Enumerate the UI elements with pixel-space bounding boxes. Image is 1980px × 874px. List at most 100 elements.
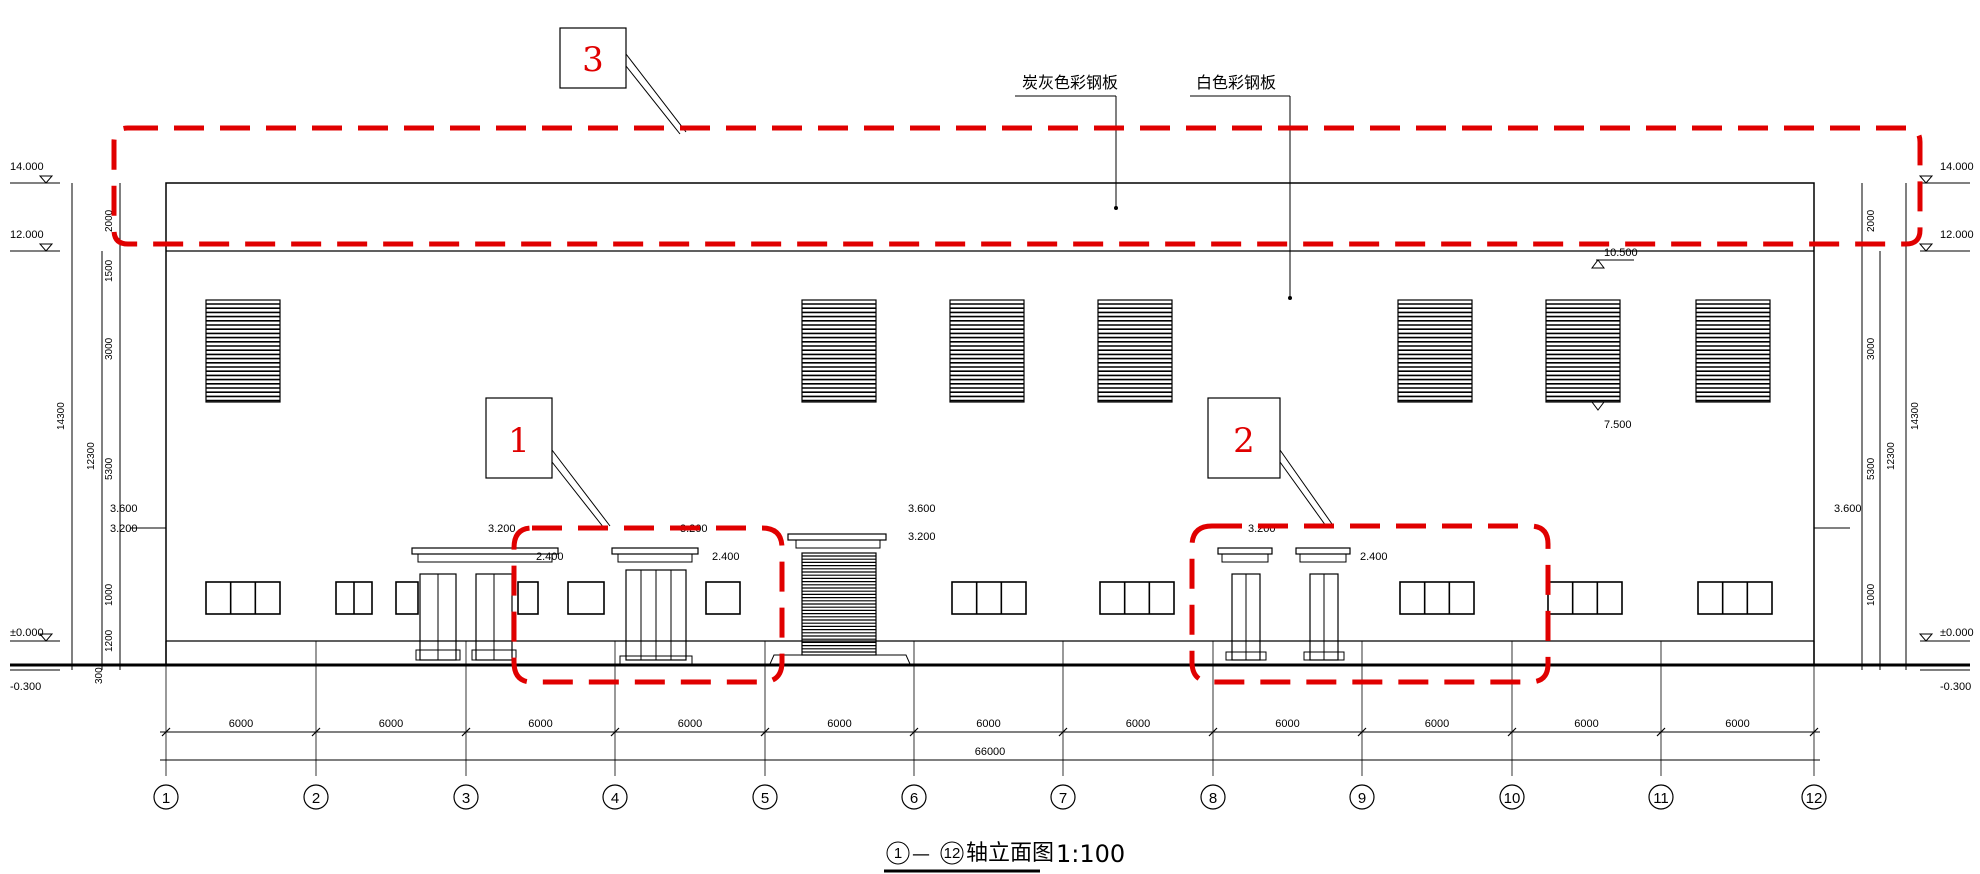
canopy-level-2: 2.400 bbox=[536, 551, 564, 563]
callout-3: 3 bbox=[111, 27, 1923, 247]
vdim-right-seg1: 2000 bbox=[1866, 209, 1877, 232]
rolling-shutter-door bbox=[769, 533, 911, 665]
callout-3-label: 3 bbox=[582, 40, 604, 80]
level-left-4: 3.200 bbox=[110, 523, 138, 535]
bay-dimension: 6000 bbox=[1574, 718, 1598, 730]
axis-label-12: 12 bbox=[1806, 790, 1823, 807]
bay-dimension: 6000 bbox=[976, 718, 1000, 730]
axis-label-4: 4 bbox=[611, 790, 619, 807]
level-left-6: -0.300 bbox=[10, 681, 41, 693]
title-name: 轴立面图 bbox=[966, 841, 1054, 866]
label-white-panel: 白色彩钢板 bbox=[1196, 73, 1276, 92]
dim-tick bbox=[1208, 727, 1218, 737]
vdim-right-seg4: 5300 bbox=[1866, 457, 1877, 480]
axis-bubble bbox=[602, 784, 628, 810]
vdim-right-inner: 12300 bbox=[1886, 442, 1897, 470]
dim-tick bbox=[461, 727, 471, 737]
lower-window bbox=[395, 581, 419, 615]
bay-dimension: 6000 bbox=[1425, 718, 1449, 730]
highlight-region-2 bbox=[1189, 523, 1551, 685]
lower-window bbox=[951, 581, 1027, 615]
canopy-level-8: 2.400 bbox=[1360, 551, 1388, 563]
canopy-level-4: 2.400 bbox=[712, 551, 740, 563]
lower-window bbox=[335, 581, 373, 615]
vdim-left-seg1: 2000 bbox=[104, 209, 115, 232]
axis-label-10: 10 bbox=[1504, 790, 1521, 807]
axis-bubble bbox=[1050, 784, 1076, 810]
vdim-right-seg5: 1000 bbox=[1866, 583, 1877, 606]
lower-window bbox=[705, 581, 741, 615]
door-1a bbox=[411, 547, 559, 661]
level-marks-right: 14.000 12.000 3.600 ±0.000 -0.300 2000 3… bbox=[1814, 161, 1974, 693]
level-right-4: ±0.000 bbox=[1940, 627, 1974, 639]
axis-bubble bbox=[1499, 784, 1525, 810]
lower-windows bbox=[205, 581, 1773, 615]
vdim-right-seg3: 3000 bbox=[1866, 337, 1877, 360]
callout-2: 2 bbox=[1189, 397, 1551, 685]
bay-dimension: 6000 bbox=[1275, 718, 1299, 730]
axis-bubble bbox=[901, 784, 927, 810]
material-labels: 炭灰色彩钢板 白色彩钢板 bbox=[1015, 73, 1292, 300]
axis-label-3: 3 bbox=[462, 790, 470, 807]
lower-window bbox=[205, 581, 281, 615]
lower-window bbox=[1399, 581, 1475, 615]
total-dimension: 66000 bbox=[975, 746, 1006, 758]
lower-window bbox=[1547, 581, 1623, 615]
axis-label-5: 5 bbox=[761, 790, 769, 807]
vdim-left-seg5: 1000 bbox=[104, 583, 115, 606]
building-outline bbox=[10, 182, 1970, 667]
title-scale: 1:100 bbox=[1056, 840, 1125, 868]
title-dash: — bbox=[912, 844, 930, 865]
axis-label-11: 11 bbox=[1653, 790, 1669, 807]
vdim-left-seg3: 3000 bbox=[104, 337, 115, 360]
vdim-right-outer: 14300 bbox=[1910, 402, 1921, 430]
vdim-left-seg4: 5300 bbox=[104, 457, 115, 480]
axis-bubble bbox=[1801, 784, 1827, 810]
lower-window bbox=[1099, 581, 1175, 615]
inline-level-tags: 10.500 7.500 3.200 2.400 3.200 2.400 3.6… bbox=[488, 247, 1638, 563]
lower-window bbox=[1697, 581, 1773, 615]
dim-tick bbox=[760, 727, 770, 737]
title-axis-to: 12 bbox=[944, 845, 961, 862]
dim-tick bbox=[311, 727, 321, 737]
bay-dimension: 6000 bbox=[528, 718, 552, 730]
drawing-title: 1 — 12 轴立面图 1:100 bbox=[884, 840, 1125, 873]
canopy-level-1: 3.200 bbox=[488, 523, 516, 535]
label-dark-gray-panel: 炭灰色彩钢板 bbox=[1022, 73, 1118, 92]
axis-label-9: 9 bbox=[1358, 790, 1366, 807]
vdim-left-seg2: 1500 bbox=[104, 259, 115, 282]
bay-dimension: 6000 bbox=[827, 718, 851, 730]
leader-dot-1 bbox=[1114, 206, 1118, 210]
axis-label-6: 6 bbox=[910, 790, 918, 807]
axis-bubble bbox=[153, 784, 179, 810]
callout-1: 1 bbox=[485, 397, 785, 685]
axis-bubble bbox=[1200, 784, 1226, 810]
lower-window bbox=[567, 581, 605, 615]
dim-tick bbox=[161, 727, 171, 737]
level-left-1: 14.000 bbox=[10, 161, 44, 173]
axis-bubble bbox=[752, 784, 778, 810]
louvre-window bbox=[205, 299, 281, 403]
louvre-window bbox=[949, 299, 1025, 403]
title-axis-from: 1 bbox=[894, 845, 902, 862]
dim-tick bbox=[610, 727, 620, 737]
louvre-windows bbox=[205, 299, 1771, 403]
axis-bubble bbox=[1349, 784, 1375, 810]
louvre-window bbox=[1695, 299, 1771, 403]
axis-bubble bbox=[1648, 784, 1674, 810]
level-right-3: 3.600 bbox=[1834, 503, 1862, 515]
door-2 bbox=[1217, 547, 1351, 661]
canopy-level-5: 3.600 bbox=[908, 503, 936, 515]
axis-label-8: 8 bbox=[1209, 790, 1217, 807]
axis-bubble bbox=[453, 784, 479, 810]
louvre-window bbox=[801, 299, 877, 403]
louvre-window bbox=[1397, 299, 1473, 403]
highlight-region-1 bbox=[511, 525, 785, 685]
axis-label-1: 1 bbox=[162, 790, 170, 807]
door-1b bbox=[611, 547, 699, 665]
level-right-5: -0.300 bbox=[1940, 681, 1971, 693]
lower-window bbox=[517, 581, 539, 615]
level-left-5: ±0.000 bbox=[10, 627, 44, 639]
